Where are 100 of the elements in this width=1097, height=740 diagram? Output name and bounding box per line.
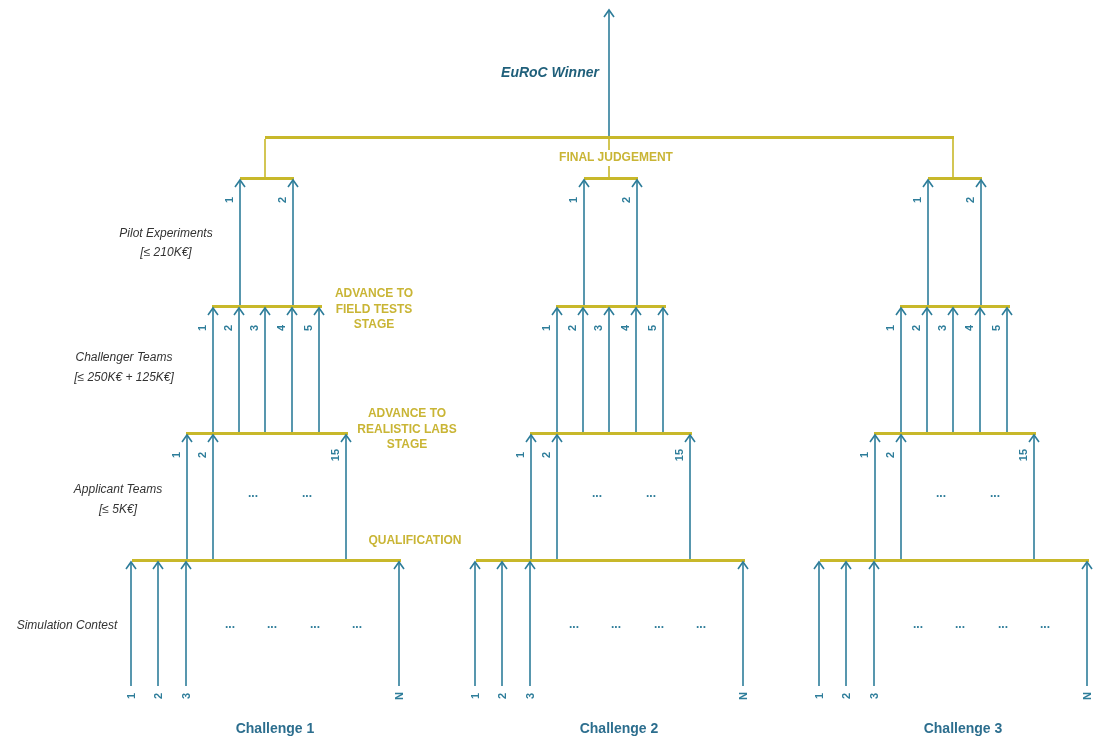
edge-label: 1 [196,324,208,332]
arrow [525,434,537,560]
bracket-bar [265,136,954,139]
edge-label: 1 [858,451,870,459]
bracket-bar [186,432,348,435]
arrow [947,307,959,433]
arrow [551,307,563,433]
arrow [207,307,219,433]
edge-label: 1 [813,692,825,700]
edge-label: 2 [276,196,288,204]
ellipsis: ... [654,617,664,631]
stage-description: Applicant Teams [73,482,163,496]
edge-label: 4 [275,324,287,332]
stage-label: ADVANCE TO FIELD TESTS STAGE [333,286,415,333]
edge-label: 1 [170,451,182,459]
edge-label: 2 [964,196,976,204]
stage-label: ADVANCE TO REALISTIC LABS STAGE [356,406,458,453]
ellipsis: ... [611,617,621,631]
ellipsis: ... [998,617,1008,631]
arrow [152,561,164,687]
challenge-title: Challenge 3 [923,720,1003,736]
ellipsis: ... [352,617,362,631]
arrow [313,307,325,433]
arrow [974,307,986,433]
arrow [603,9,615,137]
ellipsis: ... [990,486,1000,500]
arrow [868,561,880,687]
ellipsis: ... [646,486,656,500]
bracket-bar [556,305,666,308]
edge-label: N [1081,692,1093,700]
bracket-bar [820,559,1089,562]
edge-label: N [393,692,405,700]
arrow [259,307,271,433]
arrow [737,561,749,687]
arrow [1001,307,1013,433]
edge-label: N [737,692,749,700]
arrow [524,561,536,687]
arrow [551,434,563,560]
edge-label: 2 [840,692,852,700]
arrow [340,434,352,560]
stage-description: Challenger Teams [75,350,173,364]
edge-label: 3 [524,692,536,700]
arrow [577,307,589,433]
arrow [125,561,137,687]
edge-label: 3 [936,324,948,332]
arrow [181,434,193,560]
stage-description: [≤ 5K€] [99,502,137,516]
arrow [869,434,881,560]
arrow [207,434,219,560]
result-label: EuRoC Winner [501,64,599,80]
arrow [921,307,933,433]
edge-label: 15 [673,448,685,462]
challenge-title: Challenge 1 [235,720,315,736]
arrow [684,434,696,560]
edge-label: 15 [329,448,341,462]
connector-line [952,138,954,178]
edge-label: 5 [646,324,658,332]
edge-label: 1 [469,692,481,700]
ellipsis: ... [267,617,277,631]
stage-label: QUALIFICATION [367,533,463,549]
arrow [1081,561,1093,687]
arrow [813,561,825,687]
edge-label: 1 [884,324,896,332]
bracket-bar [584,177,638,180]
bracket-bar [240,177,294,180]
arrow [578,179,590,306]
arrow [895,307,907,433]
arrow [657,307,669,433]
challenge-title: Challenge 2 [579,720,659,736]
arrow [631,179,643,306]
edge-label: 5 [990,324,1002,332]
edge-label: 1 [125,692,137,700]
arrow [287,179,299,306]
edge-label: 1 [911,196,923,204]
ellipsis: ... [225,617,235,631]
connector-line [264,138,266,178]
edge-label: 3 [180,692,192,700]
ellipsis: ... [1040,617,1050,631]
bracket-bar [476,559,745,562]
edge-label: 3 [248,324,260,332]
ellipsis: ... [696,617,706,631]
stage-description: Simulation Contest [16,618,118,632]
arrow [1028,434,1040,560]
arrow [840,561,852,687]
edge-label: 2 [540,451,552,459]
edge-label: 2 [566,324,578,332]
bracket-bar [132,559,401,562]
edge-label: 4 [619,324,631,332]
ellipsis: ... [936,486,946,500]
arrow [180,561,192,687]
ellipsis: ... [955,617,965,631]
ellipsis: ... [592,486,602,500]
edge-label: 2 [620,196,632,204]
edge-label: 2 [884,451,896,459]
ellipsis: ... [913,617,923,631]
edge-label: 1 [514,451,526,459]
stage-description: [≤ 210K€] [140,245,192,259]
arrow [234,179,246,306]
arrow [286,307,298,433]
edge-label: 2 [196,451,208,459]
